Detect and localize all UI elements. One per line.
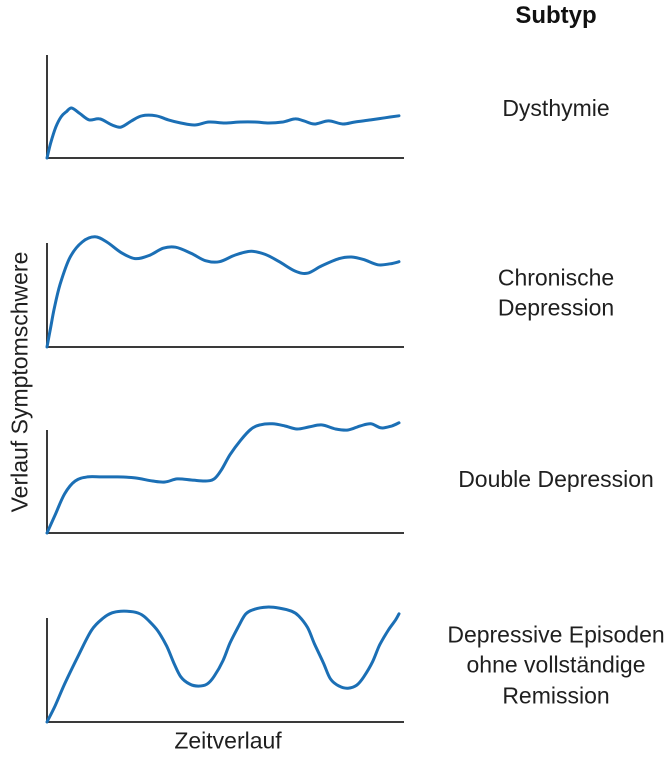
subtype-label-double-depression: Double Depression: [458, 465, 654, 492]
chart-curve-3: [45, 421, 401, 535]
chart-row-3: [45, 421, 404, 535]
chart-curve-1: [45, 106, 401, 160]
chart-row-2: [45, 235, 404, 349]
x-axis-label: Zeitverlauf: [174, 727, 282, 754]
chart-axes-4: [46, 618, 404, 723]
column-header-subtyp: Subtyp: [515, 2, 597, 29]
y-axis-label: Verlauf Symptomschwere: [6, 251, 33, 513]
chart-curve-4: [45, 605, 401, 724]
chart-axes-3: [46, 430, 404, 534]
chart-row-4: [45, 605, 404, 724]
chart-axes-1: [46, 55, 404, 159]
subtype-label-chronische-depression: Chronische Depression: [497, 264, 615, 321]
chart-curve-2: [45, 235, 401, 349]
chart-row-1: [45, 55, 404, 160]
subtype-label-dysthymie: Dysthymie: [502, 94, 610, 121]
subtype-label-depressive-episoden: Depressive Episoden ohne vollständige Re…: [447, 621, 665, 709]
